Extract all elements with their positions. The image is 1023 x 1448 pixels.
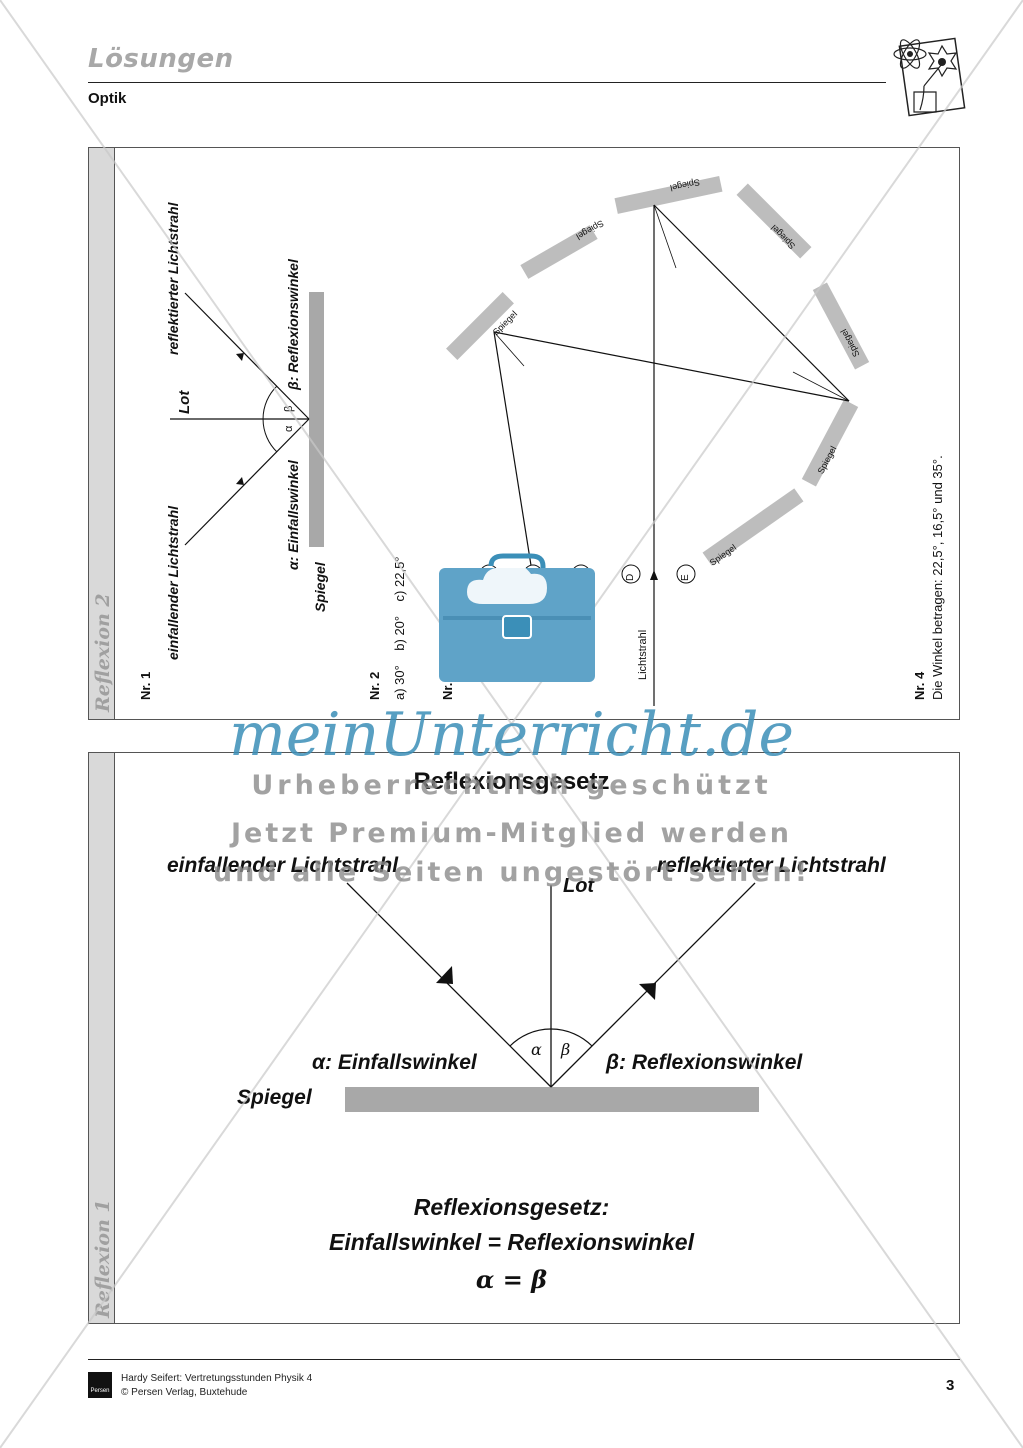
reflexion1-side-strip <box>89 753 115 1323</box>
science-flower-logo-icon <box>893 37 966 117</box>
reflexion1-arrow-in-icon <box>436 966 453 984</box>
reflexion1-angle-arc <box>509 1028 593 1047</box>
reflexion1-incoming-ray <box>346 882 552 1088</box>
footer-credits: Hardy Seifert: Vertretungsstunden Physik… <box>121 1372 312 1400</box>
nr1-reflected-ray <box>184 292 310 420</box>
watermark-line3: und alle Seiten ungestört sehen! <box>212 857 811 888</box>
reflexion2-side-strip <box>89 148 115 719</box>
reflexion1-panel <box>88 752 960 1324</box>
nr3-mirror-5 <box>812 282 870 370</box>
header-divider <box>88 82 886 83</box>
footer-line1: Hardy Seifert: Vertretungsstunden Physik… <box>121 1373 313 1384</box>
nr3-mirror-6 <box>801 399 859 487</box>
reflexion1-reflected-label: reflektierter Lichtstrahl <box>657 854 886 877</box>
reflexion1-incoming-label: einfallender Lichtstrahl <box>167 854 399 877</box>
reflexion1-beta-symbol: β <box>561 1040 571 1059</box>
reflexion1-title: Reflexionsgesetz <box>413 768 610 795</box>
page-subtitle: Optik <box>88 90 127 107</box>
nr3-ray-path <box>493 204 850 706</box>
page-number: 3 <box>946 1377 955 1394</box>
reflexion1-mirror-icon <box>345 1087 759 1112</box>
footer-divider <box>88 1359 960 1360</box>
nr1-incoming-ray <box>184 418 310 546</box>
footer-line2: © Persen Verlag, Buxtehude <box>121 1387 248 1398</box>
nr1-mirror-icon <box>309 292 324 547</box>
watermark-brand: meinUnterricht.de <box>229 700 794 770</box>
reflexion1-law-text: Einfallswinkel = Reflexionswinkel <box>329 1229 694 1255</box>
reflexion1-alpha-symbol: α <box>531 1040 542 1059</box>
reflexion1-normal-label: Lot <box>563 875 595 897</box>
watermark-line1: Urheberrechtlich geschützt <box>251 770 772 801</box>
nr1-angle-arc <box>262 385 278 453</box>
publisher-logo: Persen <box>88 1372 112 1398</box>
reflexion1-arrow-out-icon <box>639 983 656 1000</box>
nr1-arrow-out-icon <box>236 353 244 361</box>
reflexion1-mirror-label: Spiegel <box>237 1086 312 1109</box>
nr3-mirror-7 <box>702 488 804 566</box>
nr3-mirror-1 <box>446 292 514 360</box>
reflexion1-law-formula: α = β <box>475 1265 548 1294</box>
nr1-arrow-in-icon <box>236 477 244 485</box>
nr3-mirrors <box>446 175 870 566</box>
reflexion1-beta-label: β: Reflexionswinkel <box>606 1051 803 1074</box>
watermark-line2: Jetzt Premium-Mitglied werden <box>231 818 792 849</box>
reflexion1-alpha-label: α: Einfallswinkel <box>312 1051 477 1074</box>
nr3-ray-arrow-icon <box>650 570 658 580</box>
page-title: Lösungen <box>88 44 234 74</box>
reflexion1-law-title: Reflexionsgesetz: <box>413 1194 610 1220</box>
nr3-mirror-4 <box>736 183 812 259</box>
nr3-mirror-2 <box>520 225 598 279</box>
nr3-mirror-3 <box>614 175 723 214</box>
